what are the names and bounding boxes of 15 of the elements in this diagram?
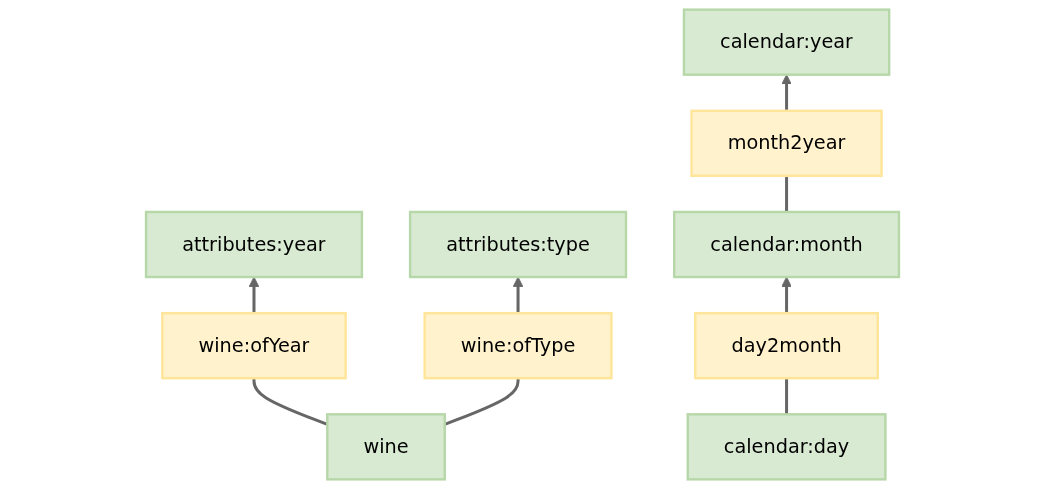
node-box: day2month [694, 311, 880, 380]
connector [785, 175, 789, 212]
connector [785, 378, 789, 415]
node-box: attributes:year [144, 210, 364, 279]
node-box: wine:ofType [423, 311, 613, 380]
node-box: calendar:year [682, 8, 891, 76]
node-box: month2year [690, 109, 883, 178]
node-box: wine [326, 413, 446, 481]
arrow [781, 74, 792, 111]
connector [444, 378, 520, 426]
connector [252, 378, 328, 426]
node-box: attributes:type [408, 210, 628, 279]
node-box: calendar:day [686, 413, 887, 481]
node-box: calendar:month [672, 210, 901, 279]
node-box: wine:ofYear [161, 311, 347, 380]
